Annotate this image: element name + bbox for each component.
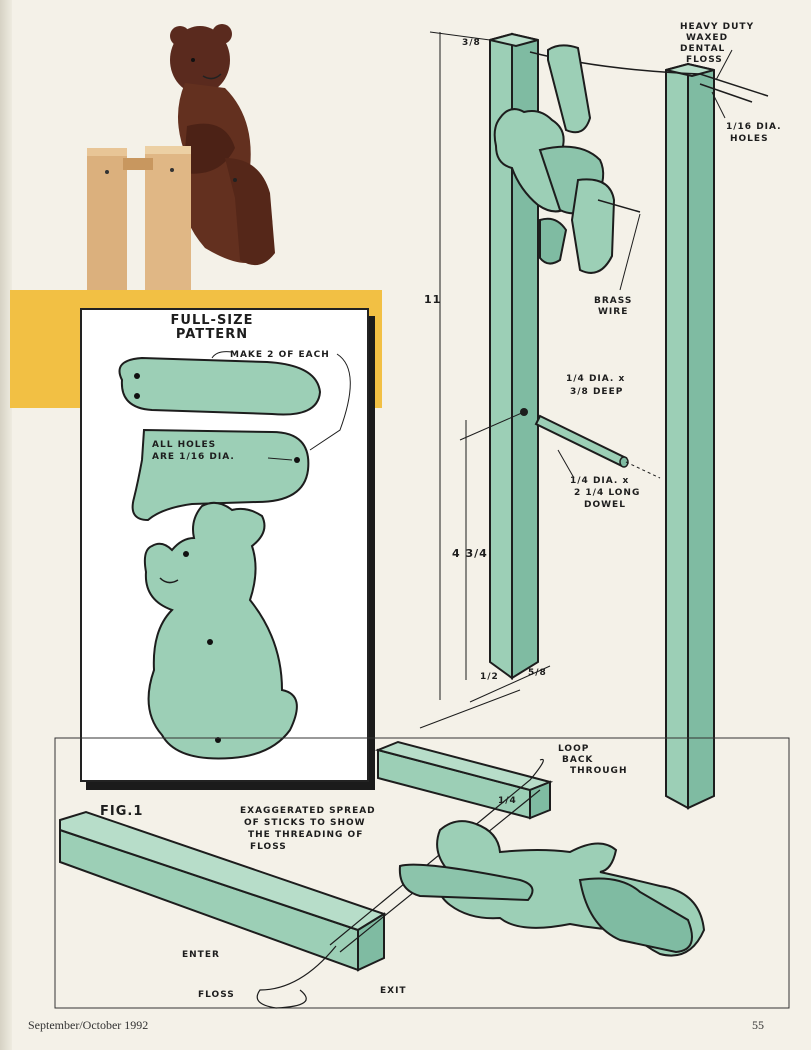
spread-callout-line3: THE THREADING OF <box>248 830 364 840</box>
body-hole-neck <box>183 551 189 557</box>
height-dim-label: 11 <box>424 293 442 306</box>
full-size-pattern-card: FULL-SIZE PATTERN MAKE 2 OF EACH ALL HOL… <box>80 308 369 782</box>
spread-callout-line4: FLOSS <box>250 842 287 852</box>
hole-callout-line2: 3/8 DEEP <box>570 387 624 397</box>
floss-callout-line1: HEAVY DUTY <box>680 22 755 32</box>
arm-hole-2 <box>134 393 140 399</box>
lower-dim-label: 4 3/4 <box>452 547 488 560</box>
page-number: 55 <box>752 1018 764 1032</box>
small-dim-label: 1/4 <box>498 796 517 806</box>
dimension-lines <box>419 31 733 729</box>
pattern-arm-piece <box>118 356 322 416</box>
hole-callout-line1: 1/4 DIA. x <box>566 374 626 384</box>
brass-callout-line1: BRASS <box>594 296 633 306</box>
scan-edge-shadow <box>0 0 12 1050</box>
floss-callout-line3: DENTAL <box>680 44 726 54</box>
issue-footer: September/October 1992 <box>28 1018 149 1032</box>
loop-callout-line2: BACK <box>562 755 594 765</box>
dowel-callout-line1: 1/4 DIA. x <box>570 476 630 486</box>
toy-photo <box>75 8 305 293</box>
pattern-title-line1: FULL-SIZE <box>170 313 254 328</box>
spread-callout-line2: OF STICKS TO SHOW <box>244 818 366 828</box>
pattern-title: FULL-SIZE PATTERN <box>137 314 287 342</box>
spread-callout-line1: EXAGGERATED SPREAD <box>240 806 376 816</box>
dowel <box>459 408 661 479</box>
hanging-bear <box>493 44 641 274</box>
base-stick-back <box>374 740 554 820</box>
top-dim-label: 3/8 <box>462 38 481 48</box>
arm-hole-1 <box>134 373 140 379</box>
body-hole-arm <box>207 639 213 645</box>
brass-callout-line2: WIRE <box>598 307 629 317</box>
base-dim-b: 5/8 <box>528 668 547 678</box>
photo-bear <box>170 24 275 266</box>
exit-label: EXIT <box>380 986 407 996</box>
pattern-body-piece <box>143 501 298 760</box>
holes-callout-line1: 1/16 DIA. <box>726 122 782 132</box>
pattern-title-line2: PATTERN <box>175 327 249 342</box>
base-stick-front <box>59 810 387 972</box>
floss-callout-line4: FLOSS <box>686 55 723 65</box>
leg-hole <box>294 457 300 463</box>
photo-sticks <box>87 146 237 293</box>
pattern-leg-piece <box>131 428 310 522</box>
right-post <box>665 62 715 810</box>
base-dim-a: 1/2 <box>480 672 499 682</box>
lower-bear <box>398 820 706 957</box>
enter-label: ENTER <box>182 950 220 960</box>
holes-note-line1: ALL HOLES <box>152 440 217 450</box>
dowel-callout-line2: 2 1/4 LONG <box>574 488 641 498</box>
holes-callout-line2: HOLES <box>730 134 769 144</box>
loop-callout-line3: THROUGH <box>570 766 628 776</box>
loop-callout-line1: LOOP <box>558 744 590 754</box>
make-two-note: MAKE 2 OF EACH <box>230 350 330 360</box>
dowel-callout-line3: DOWEL <box>584 500 626 510</box>
floss-callout-line2: WAXED <box>686 33 729 43</box>
floss-label: FLOSS <box>198 990 235 1000</box>
fig-label: FIG.1 <box>100 804 144 819</box>
holes-note-line2: ARE 1/16 DIA. <box>152 452 235 462</box>
